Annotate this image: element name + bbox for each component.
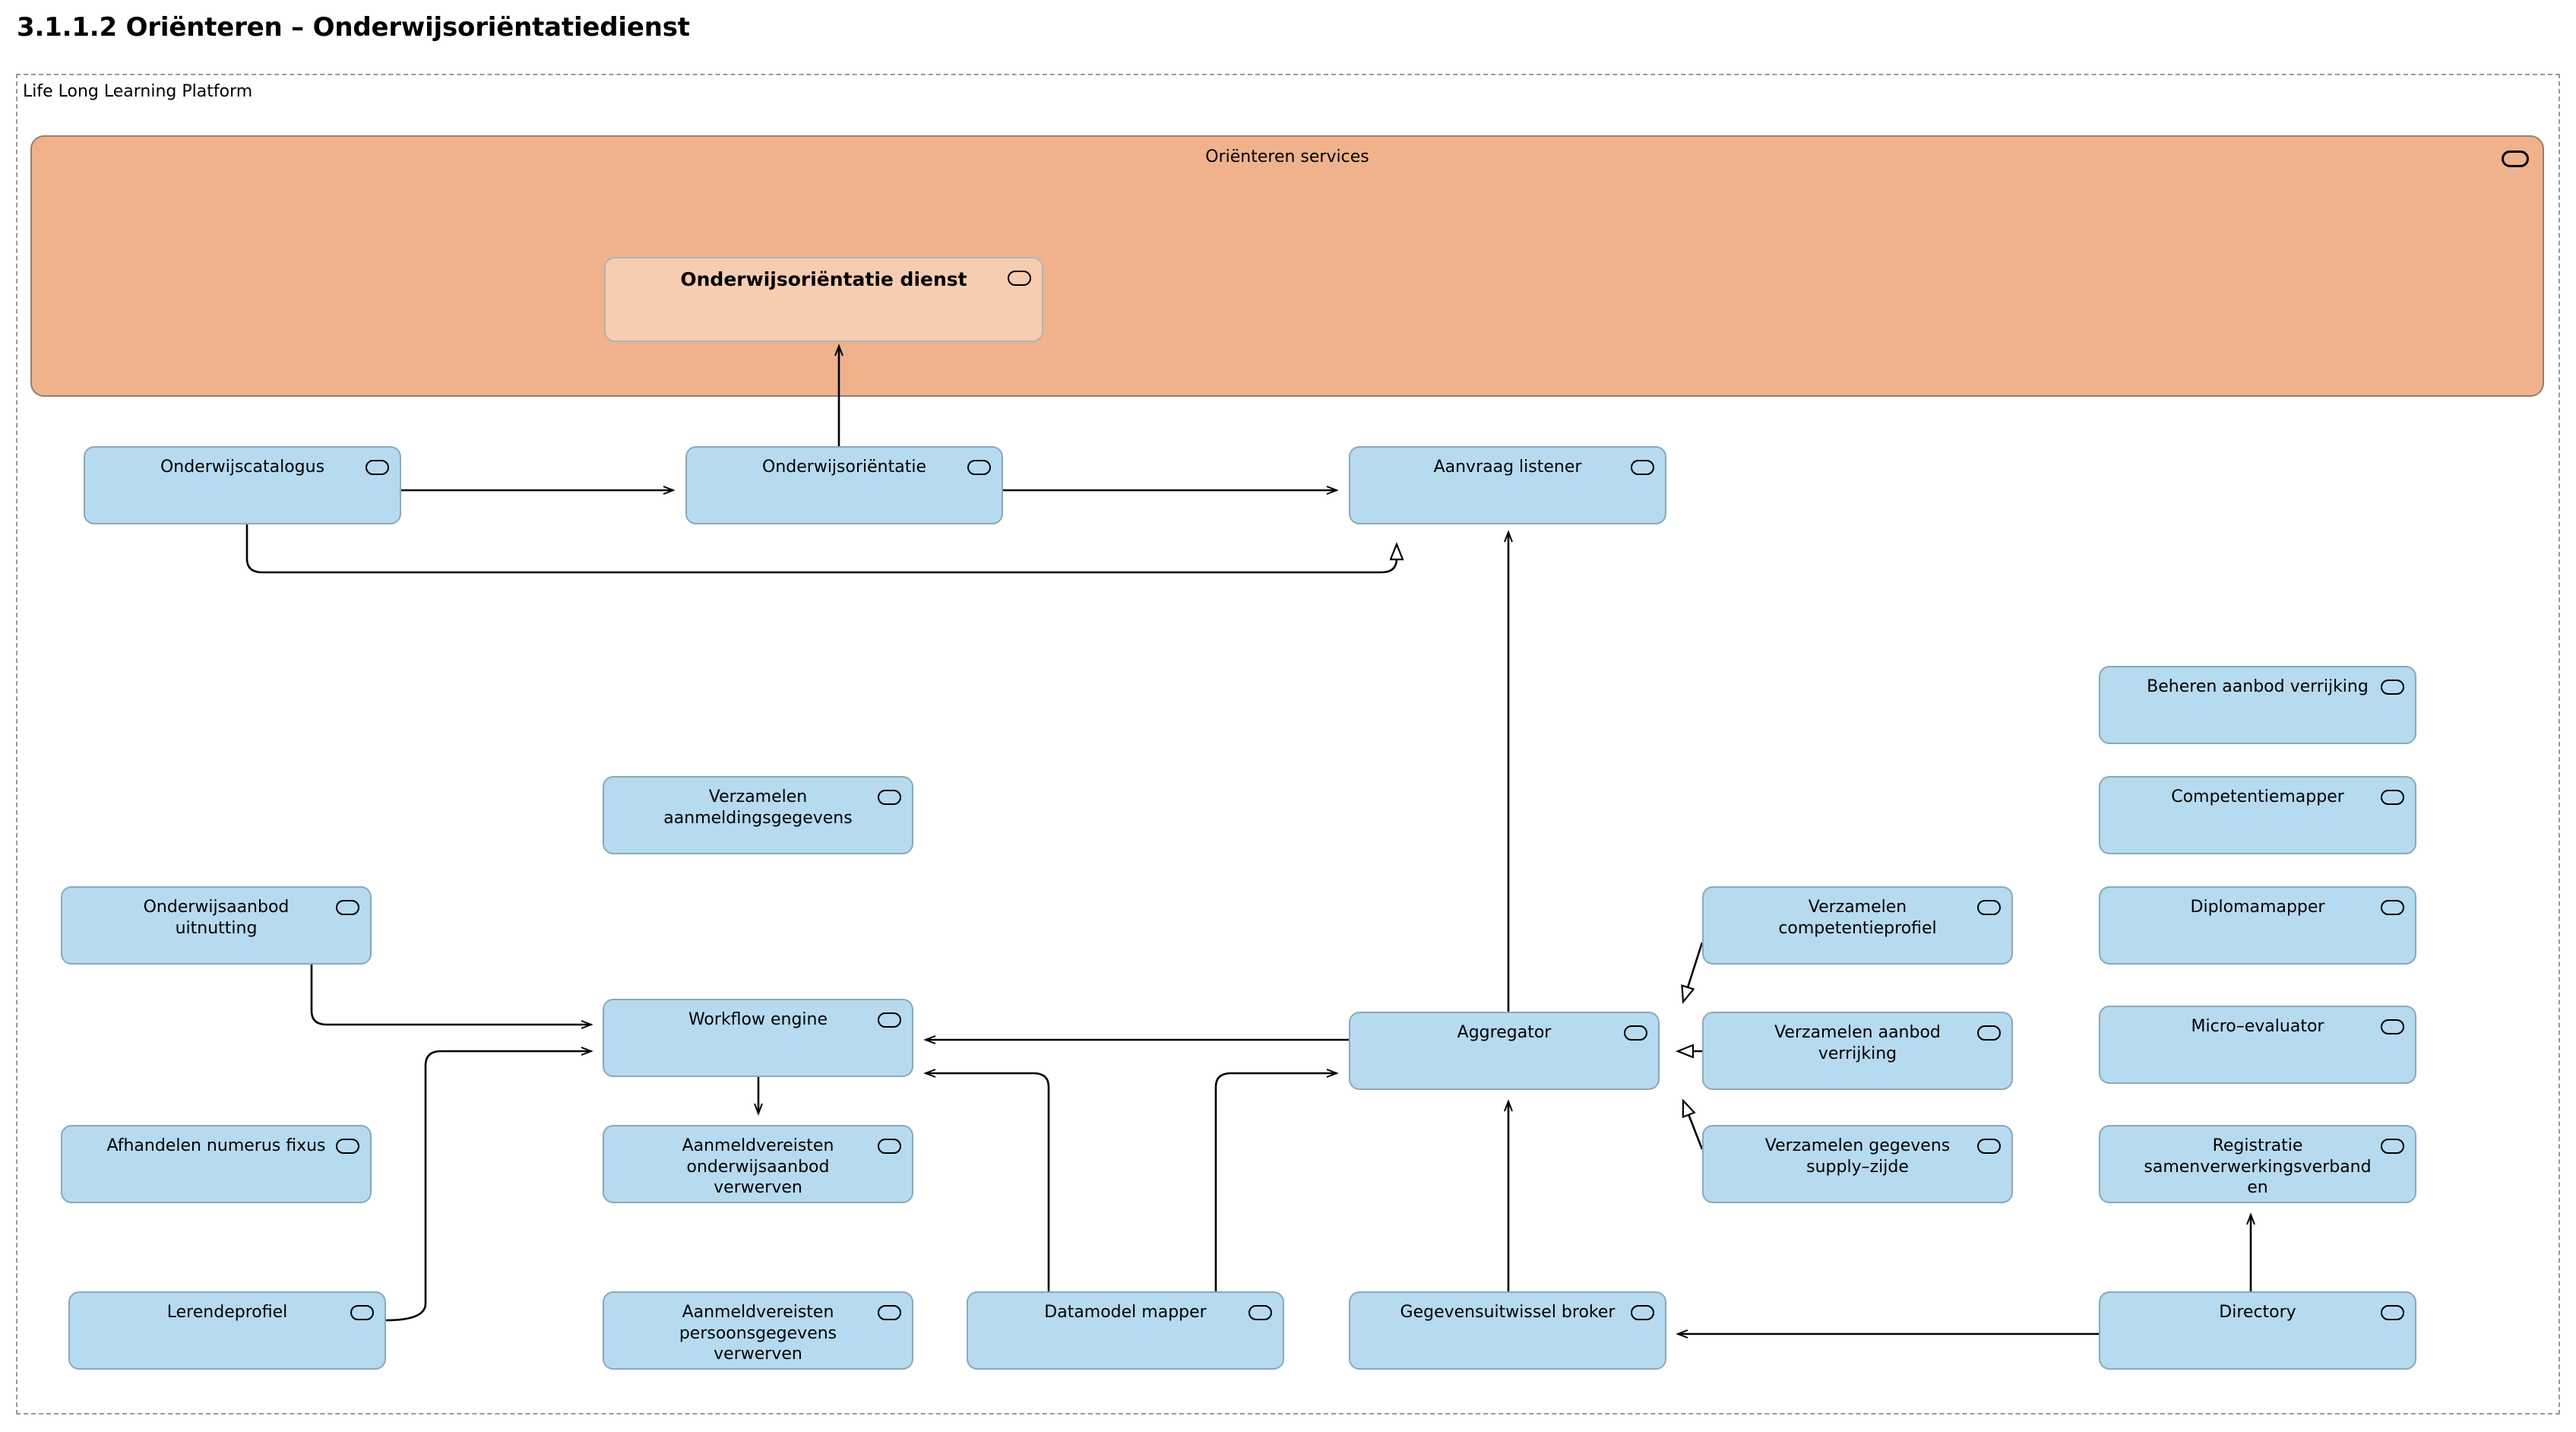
component-icon: [2381, 790, 2404, 805]
node-onderwijsorientatie[interactable]: Onderwijsoriëntatie: [685, 446, 1003, 524]
node-label: Onderwijscatalogus: [160, 458, 325, 477]
node-beheren-aanbod-verrijking[interactable]: Beheren aanbod verrijking: [2099, 666, 2416, 744]
node-aanmeldvereisten-persoon[interactable]: Aanmeldvereisten persoonsgegevens verwer…: [603, 1291, 913, 1370]
node-label: Onderwijsaanbod uitnutting: [143, 898, 290, 938]
node-onderwijsaanbod-uitnutting[interactable]: Onderwijsaanbod uitnutting: [61, 886, 372, 965]
node-onderwijscatalogus[interactable]: Onderwijscatalogus: [84, 446, 401, 524]
node-label: Registratie samenverwerkingsverband en: [2144, 1136, 2372, 1198]
node-label: Workflow engine: [688, 1010, 828, 1029]
node-onderwijsorientatie-dienst[interactable]: Onderwijsoriëntatie dienst: [604, 257, 1043, 342]
component-icon: [878, 1012, 901, 1028]
component-icon: [1977, 1139, 2001, 1154]
node-aanmeldvereisten-aanbod[interactable]: Aanmeldvereisten onderwijsaanbod verwerv…: [603, 1125, 913, 1203]
node-label: Onderwijsoriëntatie: [762, 458, 926, 477]
node-lerendeprofiel[interactable]: Lerendeprofiel: [68, 1291, 386, 1370]
component-icon: [1631, 1305, 1654, 1320]
component-icon: [1248, 1305, 1272, 1320]
services-group[interactable]: Oriënteren services: [30, 135, 2544, 397]
node-aanvraag-listener[interactable]: Aanvraag listener: [1349, 446, 1666, 524]
node-verzamelen-competentieprofiel[interactable]: Verzamelen competentieprofiel: [1702, 886, 2013, 965]
node-label: Onderwijsoriëntatie dienst: [680, 268, 967, 290]
node-gegevensuitwissel-broker[interactable]: Gegevensuitwissel broker: [1349, 1291, 1666, 1370]
node-label: Verzamelen aanbod verrijking: [1774, 1023, 1941, 1063]
node-label: Aanmeldvereisten persoonsgegevens verwer…: [679, 1303, 837, 1364]
service-group-icon: [2502, 150, 2529, 167]
node-label: Verzamelen aanmeldingsgegevens: [663, 787, 853, 828]
node-label: Aggregator: [1457, 1023, 1552, 1042]
node-label: Datamodel mapper: [1044, 1303, 1207, 1322]
node-directory[interactable]: Directory: [2099, 1291, 2416, 1370]
component-icon: [878, 790, 901, 805]
component-icon: [1624, 1025, 1647, 1041]
node-registratie-samenverwerking[interactable]: Registratie samenverwerkingsverband en: [2099, 1125, 2416, 1203]
component-icon: [878, 1305, 901, 1320]
node-aggregator[interactable]: Aggregator: [1349, 1012, 1660, 1090]
node-label: Beheren aanbod verrijking: [2147, 677, 2369, 696]
node-competentiemapper[interactable]: Competentiemapper: [2099, 776, 2416, 854]
component-icon: [336, 900, 359, 915]
services-group-label: Oriënteren services: [1205, 147, 1369, 166]
node-label: Micro–evaluator: [2191, 1017, 2324, 1036]
node-diplomamapper[interactable]: Diplomamapper: [2099, 886, 2416, 965]
node-label: Directory: [2219, 1303, 2296, 1322]
node-label: Aanvraag listener: [1433, 458, 1582, 477]
component-icon: [336, 1139, 359, 1154]
node-label: Lerendeprofiel: [166, 1303, 288, 1322]
node-verzamelen-aanmeldingsgeg[interactable]: Verzamelen aanmeldingsgegevens: [603, 776, 913, 854]
component-icon: [1977, 900, 2001, 915]
component-icon: [2381, 1305, 2404, 1320]
component-icon: [2381, 680, 2404, 695]
node-verzamelen-gegevens-supply[interactable]: Verzamelen gegevens supply–zijde: [1702, 1125, 2013, 1203]
platform-label: Life Long Learning Platform: [23, 82, 253, 101]
service-icon: [1008, 271, 1031, 286]
node-label: Afhandelen numerus fixus: [106, 1136, 326, 1155]
node-label: Diplomamapper: [2190, 898, 2325, 917]
component-icon: [2381, 1139, 2404, 1154]
component-icon: [2381, 900, 2404, 915]
node-workflow-engine[interactable]: Workflow engine: [603, 999, 913, 1077]
node-label: Gegevensuitwissel broker: [1400, 1303, 1616, 1322]
component-icon: [1631, 460, 1654, 475]
component-icon: [366, 460, 389, 475]
component-icon: [2381, 1019, 2404, 1034]
node-label: Aanmeldvereisten onderwijsaanbod verwerv…: [682, 1136, 834, 1198]
node-datamodel-mapper[interactable]: Datamodel mapper: [967, 1291, 1284, 1370]
node-micro-evaluator[interactable]: Micro–evaluator: [2099, 1006, 2416, 1084]
component-icon: [878, 1139, 901, 1154]
component-icon: [1977, 1025, 2001, 1041]
node-verzamelen-aanbod-verrijking[interactable]: Verzamelen aanbod verrijking: [1702, 1012, 2013, 1090]
node-label: Competentiemapper: [2171, 787, 2344, 806]
node-label: Verzamelen gegevens supply–zijde: [1764, 1136, 1951, 1177]
component-icon: [967, 460, 991, 475]
component-icon: [350, 1305, 374, 1320]
page-title: 3.1.1.2 Oriënteren – Onderwijsoriëntatie…: [17, 12, 690, 43]
node-afhandelen-numerus-fixus[interactable]: Afhandelen numerus fixus: [61, 1125, 372, 1203]
node-label: Verzamelen competentieprofiel: [1778, 898, 1937, 938]
platform-frame: [16, 74, 2560, 1415]
